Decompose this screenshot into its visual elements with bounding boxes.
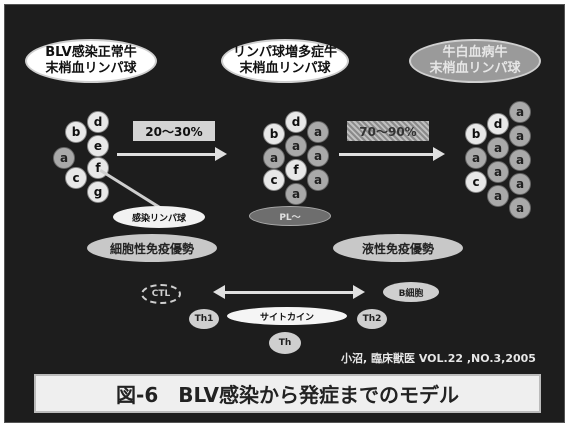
transition-label-2: 70～90%: [347, 121, 429, 141]
middle-cell-a6: a: [285, 183, 307, 205]
right-cell-d: d: [487, 113, 509, 135]
infected-lymphocyte-label: 感染リンパ球: [113, 206, 205, 228]
double-arrow-line: [223, 291, 355, 294]
transition-arrowhead-1: [215, 147, 227, 161]
header-right-line2: 末梢血リンパ球: [429, 61, 521, 76]
header-right-line1: 牛白血病牛: [442, 45, 508, 60]
left-cell-d: d: [87, 111, 109, 133]
ctl-cell: CTL: [141, 284, 181, 304]
right-cell-a2: a: [465, 147, 487, 169]
th2-cell: Th2: [357, 309, 387, 329]
left-cell-b: b: [65, 121, 87, 143]
citation: 小沼, 臨床獣医 VOL.22 ,NO.3,2005: [341, 352, 536, 365]
double-arrow-left-head: [213, 285, 225, 299]
middle-cell-c: c: [263, 169, 285, 191]
header-middle-line2: 末梢血リンパ球: [239, 61, 331, 76]
header-middle-line1: リンパ球増多症牛: [232, 45, 337, 60]
header-middle-oval: リンパ球増多症牛 末梢血リンパ球: [221, 39, 349, 83]
right-cell-a3: a: [487, 137, 509, 159]
figure-title: 図-6 BLV感染から発症までのモデル: [34, 374, 541, 413]
transition-label-1: 20～30%: [133, 121, 215, 141]
transition-arrow-1: [117, 153, 217, 156]
middle-cell-d: d: [285, 111, 307, 133]
header-left-line1: BLV感染正常牛: [45, 45, 137, 60]
right-cell-a5: a: [509, 149, 531, 171]
left-cell-e: e: [87, 135, 109, 157]
pl-label: PL〜: [249, 206, 331, 226]
right-cell-a1: a: [509, 101, 531, 123]
middle-cell-a1: a: [307, 121, 329, 143]
th1-cell: Th1: [189, 309, 219, 329]
left-cell-a: a: [53, 147, 75, 169]
header-left-line2: 末梢血リンパ球: [45, 61, 137, 76]
th-cell: Th: [269, 332, 301, 354]
slide-frame: BLV感染正常牛 末梢血リンパ球 リンパ球増多症牛 末梢血リンパ球 牛白血病牛 …: [4, 4, 565, 423]
header-right-oval: 牛白血病牛 末梢血リンパ球: [409, 39, 541, 83]
middle-cell-f: f: [285, 159, 307, 181]
bcell-label: B細胞: [383, 282, 439, 302]
middle-cell-b: b: [263, 123, 285, 145]
middle-cell-a3: a: [307, 145, 329, 167]
double-arrow-right-head: [353, 285, 365, 299]
transition-arrow-2: [339, 153, 435, 156]
middle-cell-a5: a: [307, 169, 329, 191]
right-cell-a7: a: [509, 173, 531, 195]
header-left-oval: BLV感染正常牛 末梢血リンパ球: [25, 39, 157, 83]
cellular-immunity-oval: 細胞性免疫優勢: [87, 234, 217, 262]
middle-cell-a4: a: [263, 147, 285, 169]
right-cell-a9: a: [509, 197, 531, 219]
right-cell-b: b: [465, 123, 487, 145]
right-cell-a6: a: [487, 161, 509, 183]
right-cell-c: c: [465, 171, 487, 193]
cytokine-label: サイトカイン: [227, 307, 347, 325]
left-cell-c: c: [65, 167, 87, 189]
right-cell-a8: a: [487, 185, 509, 207]
left-cell-g: g: [87, 181, 109, 203]
middle-cell-a2: a: [285, 135, 307, 157]
humoral-immunity-oval: 液性免疫優勢: [333, 234, 463, 262]
right-cell-a4: a: [509, 125, 531, 147]
transition-arrowhead-2: [433, 147, 445, 161]
